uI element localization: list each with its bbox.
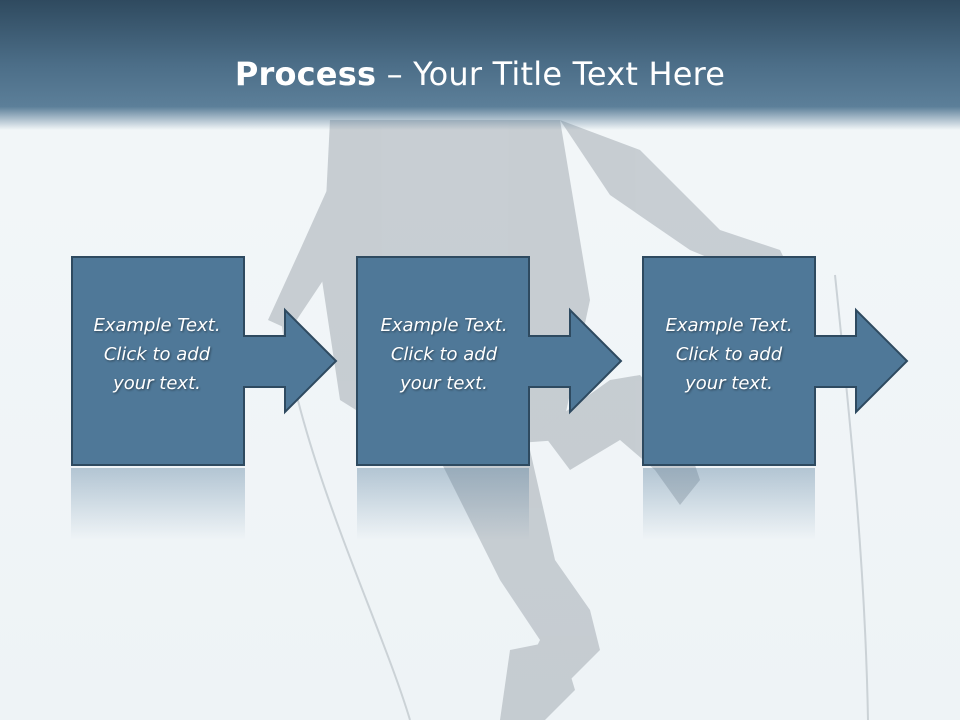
step-1-text[interactable]: Example Text. Click to add your text. bbox=[71, 311, 243, 398]
title-bold: Process bbox=[234, 55, 377, 93]
step-1-box[interactable] bbox=[71, 256, 338, 466]
step-1-reflection bbox=[71, 468, 245, 540]
step-1-line-1: Example Text. bbox=[93, 315, 221, 336]
step-2-line-1: Example Text. bbox=[380, 315, 508, 336]
step-1-line-2: Click to add bbox=[103, 344, 211, 365]
step-3-line-3: your text. bbox=[685, 373, 773, 394]
step-2-reflection bbox=[357, 468, 529, 540]
step-2-line-2: Click to add bbox=[390, 344, 498, 365]
slide-title: Process – Your Title Text Here bbox=[0, 52, 960, 96]
step-2-line-3: your text. bbox=[400, 373, 488, 394]
step-2-text[interactable]: Example Text. Click to add your text. bbox=[358, 311, 530, 398]
step-3-text[interactable]: Example Text. Click to add your text. bbox=[643, 311, 815, 398]
step-3-box[interactable] bbox=[642, 256, 909, 466]
step-2-box[interactable] bbox=[356, 256, 623, 466]
step-3-reflection bbox=[643, 468, 815, 540]
step-3-line-1: Example Text. bbox=[665, 315, 793, 336]
step-1-line-3: your text. bbox=[113, 373, 201, 394]
title-rest: – Your Title Text Here bbox=[376, 55, 726, 93]
header-band bbox=[0, 0, 960, 130]
step-3-line-2: Click to add bbox=[675, 344, 783, 365]
